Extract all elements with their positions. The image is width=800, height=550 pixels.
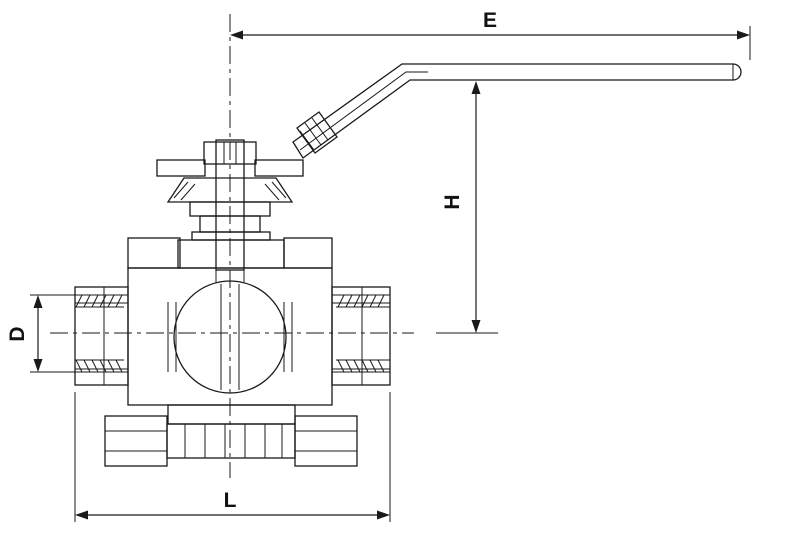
valve-body <box>74 237 391 406</box>
stem-assembly <box>156 139 304 282</box>
dimension-e: E <box>230 9 751 60</box>
dimension-h-label: H <box>441 194 464 209</box>
dimension-d-label: D <box>6 326 29 341</box>
dimension-e-label: E <box>483 9 497 32</box>
dimension-h: H <box>436 81 498 334</box>
right-port-threads <box>332 294 390 373</box>
dimension-l: L <box>74 392 391 522</box>
dimension-d: D <box>6 294 75 373</box>
bottom-assembly <box>104 404 358 467</box>
centerlines <box>50 14 414 478</box>
valve-handle <box>292 63 742 159</box>
ball <box>167 280 293 394</box>
dimension-l-label: L <box>224 489 237 512</box>
left-port-threads <box>75 294 128 373</box>
